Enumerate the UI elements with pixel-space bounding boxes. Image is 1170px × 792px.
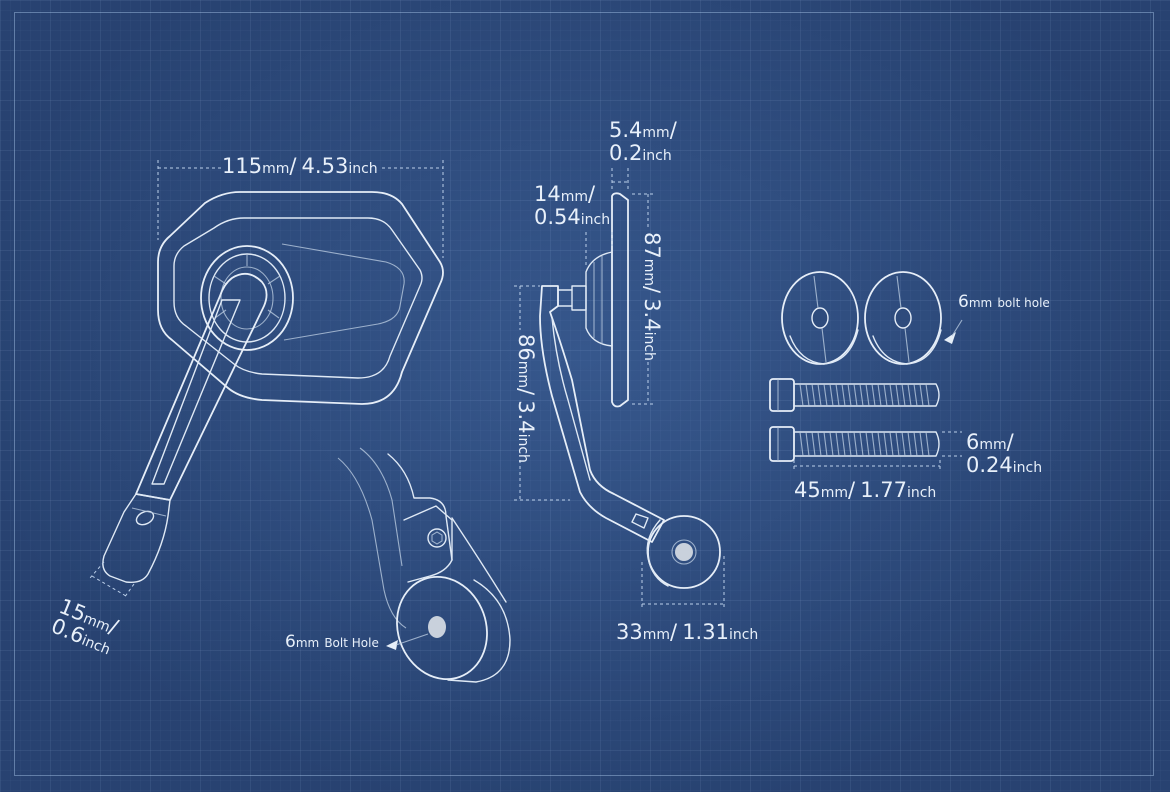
value: 0.24 — [966, 453, 1013, 477]
dim-clamp-diameter-label: 33mm/ 1.31inch — [616, 622, 758, 643]
value: 115 — [222, 154, 263, 178]
side-clamp-bolt — [675, 543, 693, 561]
dim-mirror-width-lines — [157, 160, 444, 258]
separator: / — [588, 182, 596, 206]
dim-bolt-lines — [793, 431, 962, 472]
dim-glass-thickness-label: 5.4mm/ 0.2inch — [609, 120, 677, 164]
unit: inch — [580, 212, 611, 228]
separator: / — [669, 118, 677, 142]
value: 3.4 — [514, 400, 538, 434]
value: 14 — [534, 182, 561, 206]
note-clamp-bolt-hole: 6mm Bolt Hole — [285, 634, 379, 651]
unit: mm — [979, 437, 1007, 453]
value: 0.2 — [609, 141, 643, 165]
clamp-perspective-view — [337, 447, 511, 683]
dim-housing-depth-label: 14mm/ 0.54inch — [534, 184, 610, 228]
value: 6 — [958, 292, 969, 312]
separator: / — [848, 478, 856, 502]
front-view-mirror — [102, 191, 444, 584]
unit: mm — [968, 296, 993, 310]
separator: / — [670, 620, 678, 644]
value: 3.4 — [640, 298, 664, 332]
value: 86 — [514, 334, 538, 361]
unit: mm — [262, 161, 290, 177]
bolts — [769, 378, 940, 462]
value: 1.31 — [682, 620, 729, 644]
dim-bolt-diameter-label: 6mm/ 0.24inch — [966, 432, 1042, 476]
dim-bolt-length-label: 45mm/ 1.77inch — [794, 480, 936, 501]
value: 33 — [616, 620, 643, 644]
dim-mirror-width-label: 115mm/ 4.53inch — [222, 156, 378, 177]
side-view-mirror — [539, 192, 721, 589]
unit: mm — [642, 627, 671, 643]
note-washer-bolt-hole: 6mm bolt hole — [958, 294, 1050, 311]
unit: inch — [1012, 460, 1043, 476]
dim-arm-width-lines — [89, 561, 135, 599]
value: 6 — [285, 632, 296, 652]
dim-mirror-height-label: 87mm/ 3.4inch — [640, 232, 664, 361]
value: 5.4 — [609, 118, 643, 142]
washers — [781, 271, 963, 365]
clamp-bolt-hole — [428, 616, 446, 638]
unit: inch — [641, 331, 657, 361]
separator: / — [289, 154, 297, 178]
note-text: Bolt Hole — [324, 636, 379, 650]
unit: mm — [820, 485, 849, 501]
unit: inch — [642, 148, 672, 164]
separator: / — [1006, 430, 1014, 454]
value: 6 — [966, 430, 980, 454]
note-text: bolt hole — [997, 296, 1050, 310]
unit: mm — [295, 636, 320, 650]
blueprint-frame — [14, 12, 1154, 776]
unit: inch — [348, 161, 378, 177]
dim-side-lines — [514, 168, 725, 610]
value: 45 — [794, 478, 821, 502]
dim-arm-height-label: 86mm/ 3.4inch — [514, 334, 538, 463]
unit: mm — [515, 360, 531, 389]
unit: inch — [728, 627, 759, 643]
value: 1.77 — [860, 478, 907, 502]
unit: inch — [906, 485, 937, 501]
unit: mm — [642, 125, 670, 141]
unit: inch — [515, 433, 531, 463]
unit: mm — [560, 189, 589, 205]
value: 0.54 — [534, 205, 581, 229]
unit: mm — [641, 258, 657, 287]
separator: / — [514, 388, 538, 396]
separator: / — [640, 286, 664, 294]
value: 4.53 — [301, 154, 349, 178]
value: 87 — [640, 232, 664, 259]
